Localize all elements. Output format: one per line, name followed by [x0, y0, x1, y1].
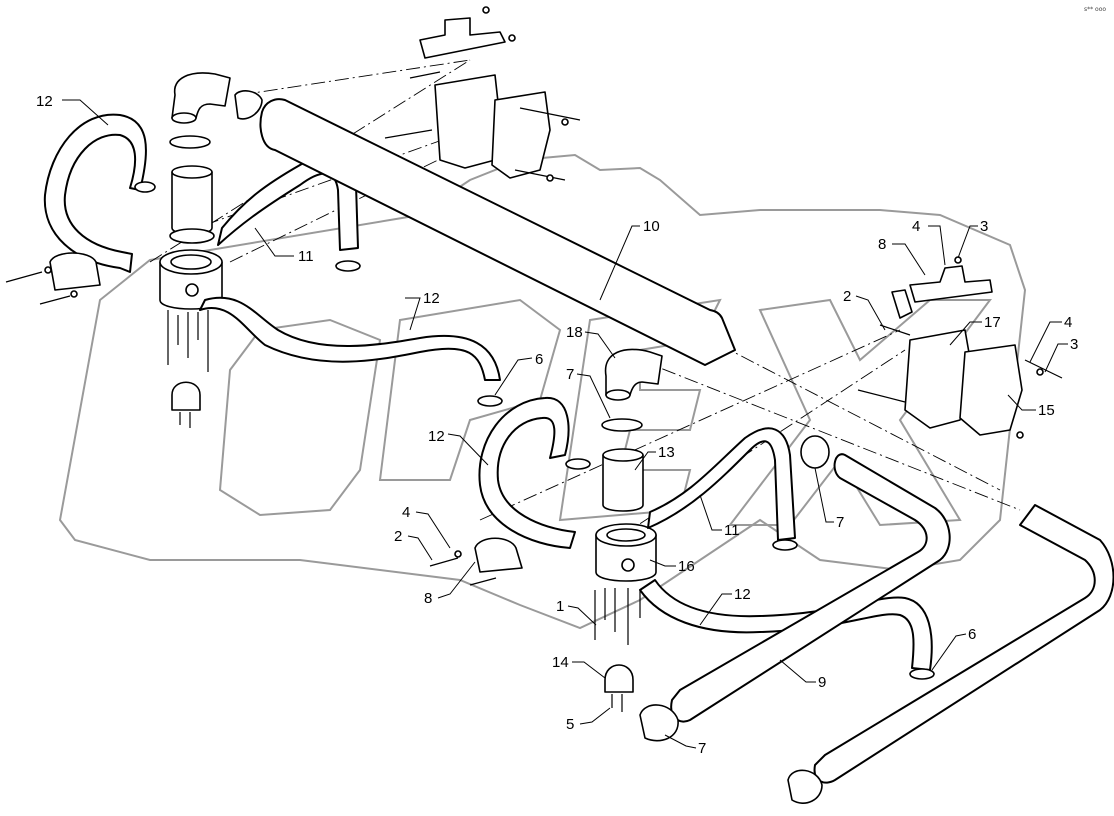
callout-4: 4 [912, 218, 946, 266]
clamp-ring-upper [169, 135, 211, 149]
callout-3: 3 [1044, 336, 1078, 373]
callout-10: 10 [599, 218, 660, 301]
clamp-ring-lower [601, 418, 643, 432]
svg-text:3: 3 [1070, 336, 1078, 353]
svg-text:2: 2 [394, 528, 402, 545]
clip-7-lower [639, 704, 679, 742]
callout-11: 11 [699, 494, 740, 539]
callout-12: 12 [36, 93, 109, 126]
svg-text:4: 4 [912, 218, 920, 235]
callout-8: 8 [424, 561, 476, 607]
hose-clamp-upper [134, 181, 156, 193]
lower-assembly [429, 348, 935, 712]
svg-text:17: 17 [984, 314, 1001, 331]
svg-text:6: 6 [535, 351, 543, 368]
svg-text:2: 2 [843, 288, 851, 305]
svg-text:10: 10 [643, 218, 660, 235]
right-brackets [857, 256, 1063, 439]
svg-text:12: 12 [734, 586, 751, 603]
callout-7: 7 [814, 467, 844, 531]
hose-clamp-6-upper [477, 395, 503, 407]
pipe-10 [259, 98, 736, 366]
callouts: 12 11 12 6 10 4 3 8 2 17 4 3 15 18 7 12 … [36, 93, 1078, 757]
callout-11: 11 [254, 227, 314, 265]
svg-text:14: 14 [552, 654, 569, 671]
callout-14: 14 [552, 654, 606, 679]
callout-13: 13 [634, 444, 675, 471]
upper-brackets [384, 6, 581, 182]
callout-2: 2 [843, 288, 886, 331]
callout-12: 12 [405, 290, 440, 331]
bracket-bolts-left [5, 252, 101, 305]
svg-text:7: 7 [566, 366, 574, 383]
callout-15: 15 [1007, 394, 1055, 419]
callout-6: 6 [494, 351, 543, 396]
svg-text:12: 12 [428, 428, 445, 445]
svg-text:3: 3 [980, 218, 988, 235]
sensor-cap-upper [171, 381, 201, 411]
svg-text:16: 16 [678, 558, 695, 575]
callout-4: 4 [402, 504, 451, 549]
svg-text:15: 15 [1038, 402, 1055, 419]
svg-text:1: 1 [556, 598, 564, 615]
svg-text:18: 18 [566, 324, 583, 341]
hose-12-lower-loop [478, 396, 576, 549]
svg-text:9: 9 [818, 674, 826, 691]
svg-text:13: 13 [658, 444, 675, 461]
svg-text:11: 11 [724, 522, 740, 539]
callout-18: 18 [566, 324, 616, 359]
screws-upper [167, 310, 209, 372]
hose-clip-upper [234, 90, 263, 120]
hose-12-upper-loop [43, 113, 147, 273]
hose-clamp-11-upper [335, 260, 361, 272]
svg-text:12: 12 [423, 290, 440, 307]
callout-12: 12 [428, 428, 489, 466]
callout-12: 12 [699, 586, 751, 626]
callout-9: 9 [779, 659, 826, 691]
callout-16: 16 [649, 558, 695, 575]
callout-7: 7 [664, 734, 706, 757]
callout-3: 3 [957, 218, 988, 259]
sensor-14 [604, 664, 634, 693]
corner-code: s** ooo [1084, 6, 1106, 13]
tube-upper [171, 171, 213, 235]
hose-12-middle [199, 296, 501, 381]
svg-text:4: 4 [1064, 314, 1072, 331]
svg-text:4: 4 [402, 504, 410, 521]
clip-7-mid [800, 435, 830, 469]
svg-text:7: 7 [836, 514, 844, 531]
callout-5: 5 [566, 707, 611, 733]
callout-6: 6 [931, 626, 976, 671]
housing-16 [595, 534, 657, 582]
svg-text:11: 11 [298, 248, 314, 265]
callout-17: 17 [949, 314, 1001, 346]
svg-text:12: 12 [36, 93, 53, 110]
clip-7-bottom [787, 769, 823, 804]
callout-4: 4 [1029, 314, 1072, 363]
tube-13 [602, 454, 644, 512]
svg-text:6: 6 [968, 626, 976, 643]
svg-text:8: 8 [878, 236, 886, 253]
callout-1: 1 [556, 598, 597, 626]
elbow-fitting-upper [171, 72, 231, 119]
svg-text:7: 7 [698, 740, 706, 757]
hose-11-lower [647, 427, 796, 541]
pipe-9 [670, 453, 951, 723]
callout-2: 2 [394, 528, 433, 561]
elbow-fitting-lower [604, 348, 663, 396]
callout-7: 7 [566, 366, 611, 419]
pipe-9-long [813, 504, 1114, 784]
callout-8: 8 [878, 236, 926, 276]
svg-text:5: 5 [566, 716, 574, 733]
svg-text:8: 8 [424, 590, 432, 607]
